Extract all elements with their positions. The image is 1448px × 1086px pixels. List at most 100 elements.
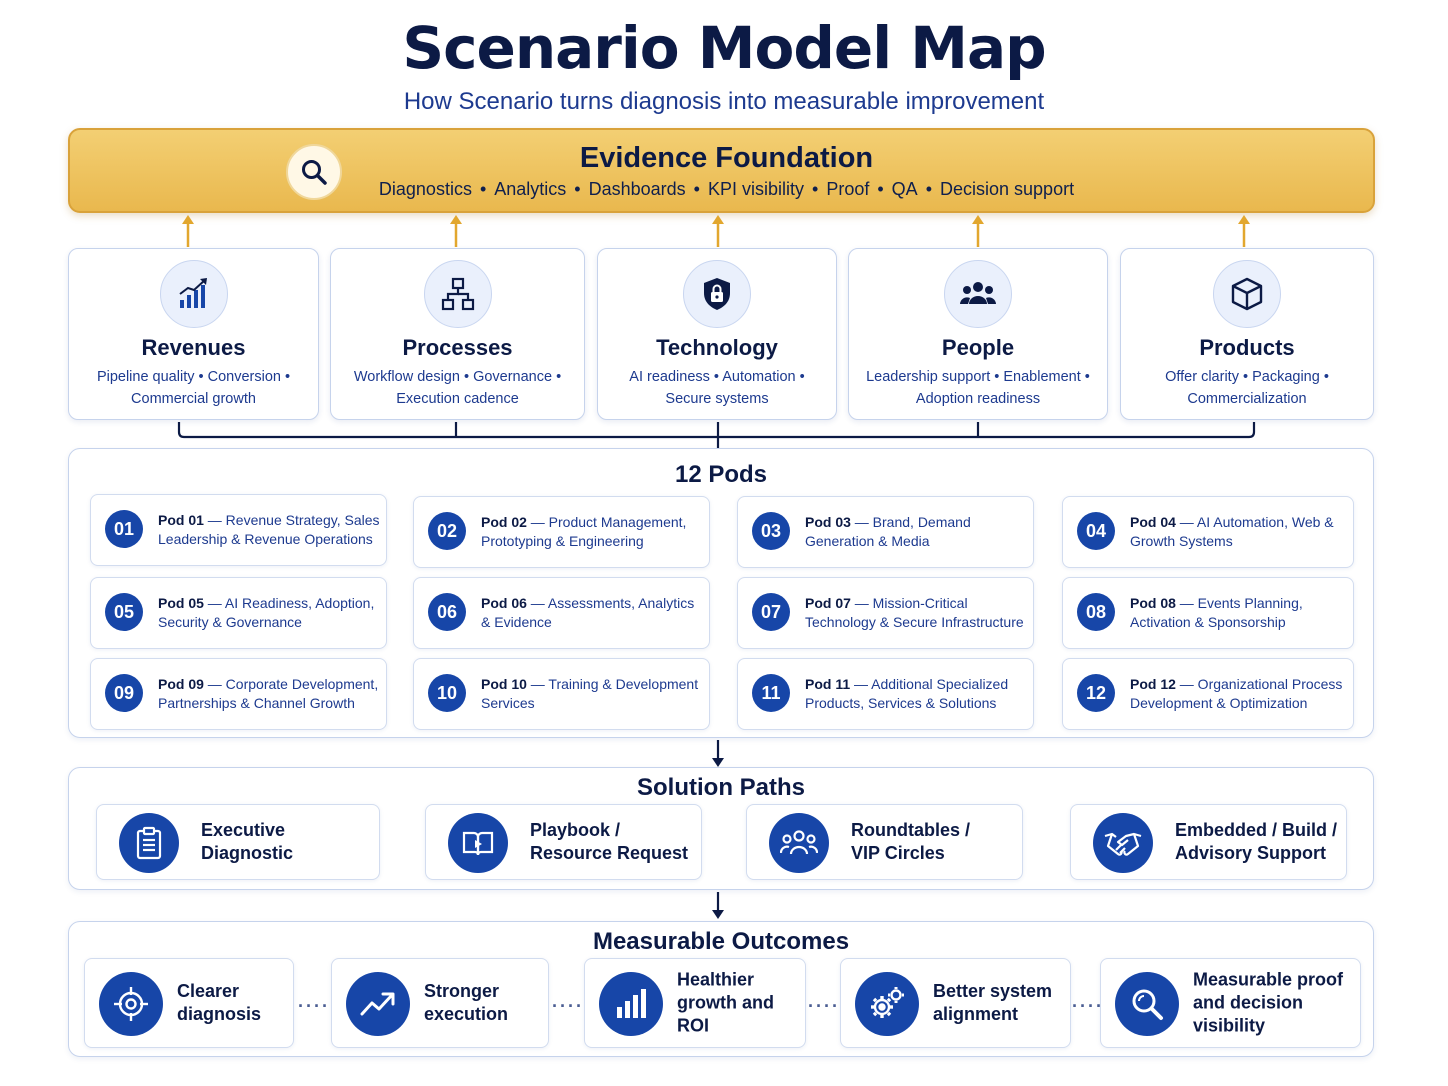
solution-line1: Roundtables /: [851, 820, 971, 840]
pod-text: Pod 01 — Revenue Strategy, Sales Leaders…: [158, 511, 380, 549]
handshake-icon: [1093, 813, 1153, 873]
pod-number: 06: [428, 593, 466, 631]
pod-text: Pod 04 — AI Automation, Web & Growth Sys…: [1130, 513, 1347, 551]
pod-text: Pod 05 — AI Readiness, Adoption, Securit…: [158, 594, 380, 632]
pod-text: Pod 12 — Organizational Process Developm…: [1130, 675, 1347, 713]
pod-text: Pod 11 — Additional Specialized Products…: [805, 675, 1027, 713]
pillar-description: Pipeline quality • Conversion •Commercia…: [69, 366, 318, 410]
pod-desc: — AI Readiness, Adoption, Security & Gov…: [158, 595, 375, 630]
clipboard-icon: [119, 813, 179, 873]
pod-desc: — Events Planning, Activation & Sponsors…: [1130, 595, 1303, 630]
solution-line1: Playbook /: [530, 820, 621, 840]
pod-desc: — AI Automation, Web & Growth Systems: [1130, 514, 1334, 549]
outcome-line2: and decision visibility: [1193, 992, 1304, 1036]
pod-text: Pod 09 — Corporate Development, Partners…: [158, 675, 380, 713]
pod-desc: — Additional Specialized Products, Servi…: [805, 676, 1009, 711]
pillar-description: Workflow design • Governance •Execution …: [331, 366, 584, 410]
outcome-line1: Clearer: [177, 981, 240, 1001]
outcomes-title: Measurable Outcomes: [592, 928, 850, 955]
solution-label: Roundtables /VIP Circles: [851, 819, 1014, 865]
pod-number: 07: [752, 593, 790, 631]
pod-card: 09 Pod 09 — Corporate Development, Partn…: [90, 658, 387, 730]
pod-card: 03 Pod 03 — Brand, Demand Generation & M…: [737, 496, 1034, 568]
pod-text: Pod 06 — Assessments, Analytics & Eviden…: [481, 594, 703, 632]
down-arrow-icon: [712, 892, 724, 919]
pod-name: Pod 10: [481, 676, 527, 692]
pod-text: Pod 10 — Training & Development Services: [481, 675, 703, 713]
dotted-separator: ····: [552, 996, 584, 1016]
outcome-line2: growth and ROI: [677, 992, 774, 1036]
down-arrow-icon: [712, 740, 724, 767]
pods-title: 12 Pods: [674, 461, 768, 488]
dotted-separator: ····: [808, 996, 840, 1016]
evidence-item: Proof: [826, 179, 870, 199]
pillar-title: Technology: [656, 335, 778, 360]
pod-number: 05: [105, 593, 143, 631]
pillar-description: Offer clarity • Packaging •Commercializa…: [1121, 366, 1373, 410]
pillar-desc-line2: Adoption readiness: [915, 391, 1041, 407]
pod-name: Pod 01: [158, 512, 204, 528]
pod-desc: — Organizational Process Development & O…: [1130, 676, 1343, 711]
pillar-desc-line2: Commercialization: [1187, 391, 1307, 407]
pod-number: 11: [752, 674, 790, 712]
evidence-items: Diagnostics•Analytics•Dashboards•KPI vis…: [378, 179, 1075, 199]
search-icon: [286, 144, 342, 200]
evidence-item: Diagnostics: [378, 179, 472, 199]
gears-icon: [855, 972, 919, 1036]
evidence-item: QA: [891, 179, 918, 199]
pod-name: Pod 08: [1130, 595, 1176, 611]
pod-card: 08 Pod 08 — Events Planning, Activation …: [1062, 577, 1354, 649]
solution-label: Embedded / Build /Advisory Support: [1175, 819, 1338, 865]
pillar-desc-line2: Commercial growth: [131, 391, 256, 407]
pod-card: 02 Pod 02 — Product Management, Prototyp…: [413, 496, 710, 568]
pod-card: 06 Pod 06 — Assessments, Analytics & Evi…: [413, 577, 710, 649]
pods-panel: 12 Pods 01 Pod 01 — Revenue Strategy, Sa…: [68, 448, 1374, 738]
pod-card: 11 Pod 11 — Additional Specialized Produ…: [737, 658, 1034, 730]
pod-name: Pod 07: [805, 595, 851, 611]
outcome-line1: Measurable proof: [1193, 969, 1344, 990]
pillar-technology: Technology AI readiness • Automation •Se…: [597, 248, 837, 420]
pod-card: 01 Pod 01 — Revenue Strategy, Sales Lead…: [90, 494, 387, 566]
up-arrow-icon: [450, 215, 462, 247]
pod-card: 05 Pod 05 — AI Readiness, Adoption, Secu…: [90, 577, 387, 649]
evidence-title: Evidence Foundation: [579, 142, 874, 174]
pod-desc: — Product Management, Prototyping & Engi…: [481, 514, 687, 549]
solution-label: Playbook /Resource Request: [530, 819, 693, 865]
pod-name: Pod 04: [1130, 514, 1176, 530]
hierarchy-icon: [423, 260, 492, 328]
evidence-item: Analytics: [494, 179, 567, 199]
evidence-foundation-banner: Evidence Foundation Diagnostics•Analytic…: [68, 128, 1375, 213]
solution-card: Embedded / Build /Advisory Support: [1070, 804, 1347, 880]
solution-line1: Embedded / Build /: [1175, 820, 1338, 840]
pod-name: Pod 02: [481, 514, 527, 530]
pod-card: 10 Pod 10 — Training & Development Servi…: [413, 658, 710, 730]
pod-name: Pod 06: [481, 595, 527, 611]
up-arrow-icon: [712, 215, 724, 247]
pod-number: 12: [1077, 674, 1115, 712]
solution-line2: Diagnostic: [201, 843, 294, 863]
pillar-title: People: [941, 335, 1015, 360]
shield-lock-icon: [683, 260, 751, 328]
pillar-products: Products Offer clarity • Packaging •Comm…: [1120, 248, 1374, 420]
up-arrow-icon: [182, 215, 194, 247]
up-arrow-icon: [1238, 215, 1250, 247]
outcome-line2: alignment: [933, 1004, 1019, 1024]
pod-card: 04 Pod 04 — AI Automation, Web & Growth …: [1062, 496, 1354, 568]
magnifier-icon: [1115, 972, 1179, 1036]
pillar-desc-line1: AI readiness • Automation •: [629, 369, 805, 385]
pillar-desc-line1: Leadership support • Enablement •: [866, 369, 1090, 385]
pod-name: Pod 05: [158, 595, 204, 611]
pillar-description: AI readiness • Automation •Secure system…: [598, 366, 836, 410]
pod-number: 01: [105, 510, 143, 548]
cube-icon: [1213, 260, 1281, 328]
